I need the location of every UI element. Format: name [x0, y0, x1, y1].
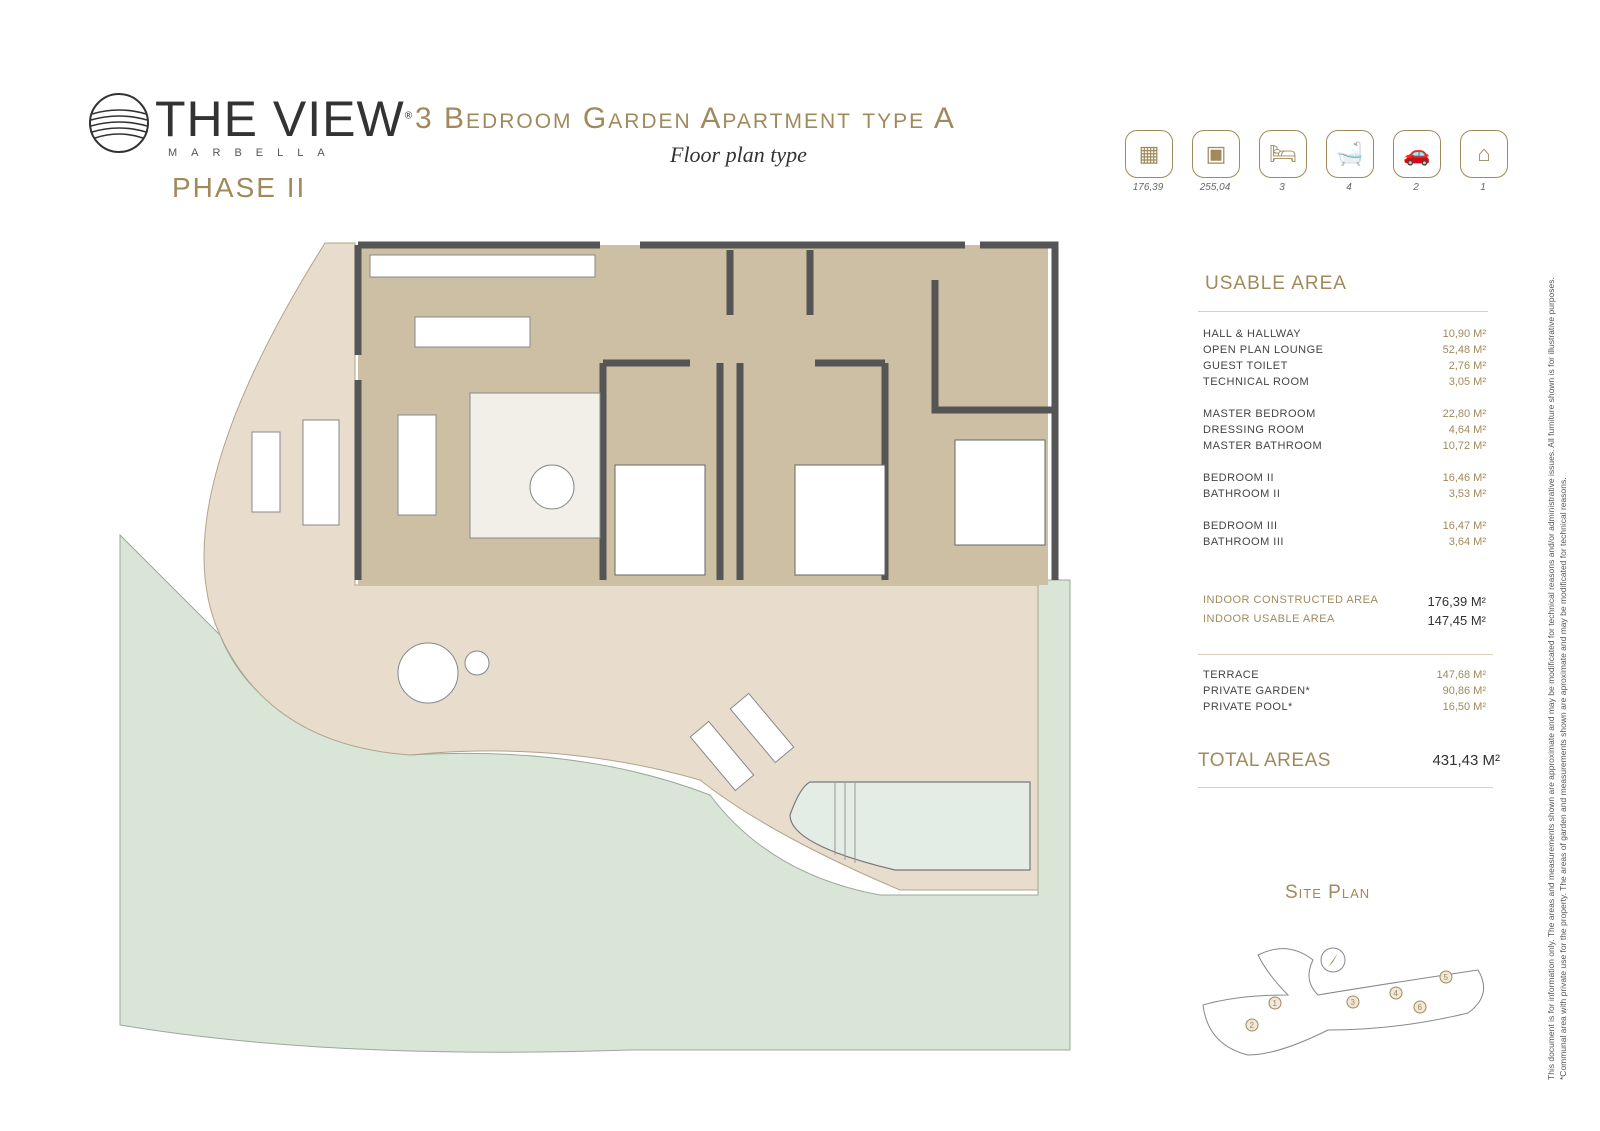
icon-value: 255,04 [1199, 182, 1231, 193]
area-value: 2,76 M² [1448, 360, 1486, 372]
parking-icon: 🚗 [1393, 130, 1441, 178]
site-marker-label: 3 [1351, 998, 1356, 1007]
area-value: 16,50 M² [1442, 701, 1486, 713]
area-label: BEDROOM III [1203, 520, 1278, 532]
total-area-icon: ▣ [1192, 130, 1240, 178]
constructed-area-icon: ▦ [1125, 130, 1173, 178]
area-value: 3,05 M² [1448, 376, 1486, 388]
area-value: 147,68 M² [1436, 669, 1486, 681]
compass-icon [1320, 947, 1346, 973]
disclaimer: This document is for information only. T… [1546, 277, 1568, 1080]
area-label: TECHNICAL ROOM [1203, 376, 1310, 388]
area-label: DRESSING ROOM [1203, 424, 1305, 436]
area-label: PRIVATE POOL* [1203, 701, 1293, 713]
area-label: TERRACE [1203, 669, 1260, 681]
icon-value: 4 [1346, 182, 1352, 193]
site-marker-label: 6 [1418, 1003, 1423, 1012]
site-marker [1268, 996, 1282, 1010]
logo-icon [89, 93, 149, 153]
area-label: MASTER BEDROOM [1203, 408, 1316, 420]
total-areas-value: 431,43 M² [1432, 752, 1500, 769]
area-label: INDOOR CONSTRUCTED AREA [1203, 594, 1379, 606]
area-value: 16,46 M² [1442, 472, 1486, 484]
icon-value: 176,39 [1132, 182, 1164, 193]
phase-label: PHASE II [172, 172, 307, 203]
area-value: 3,64 M² [1448, 536, 1486, 548]
site-marker-label: 5 [1444, 973, 1449, 982]
brand-location: MARBELLA [168, 147, 339, 159]
brand-name: THE VIEW® [155, 91, 414, 147]
usable-area-title: USABLE AREA [1205, 273, 1347, 294]
area-value: 90,86 M² [1442, 685, 1486, 697]
area-label: PRIVATE GARDEN* [1203, 685, 1311, 697]
site-marker-label: 2 [1250, 1021, 1255, 1030]
area-value: 16,47 M² [1442, 520, 1486, 532]
bathtub-icon: 🛁 [1326, 130, 1374, 178]
page-title: 3 Bedroom Garden Apartment type A [415, 102, 956, 135]
area-value: 10,90 M² [1442, 328, 1486, 340]
area-label: OPEN PLAN LOUNGE [1203, 344, 1324, 356]
page-subtitle: Floor plan type [670, 142, 807, 167]
area-value: 3,53 M² [1448, 488, 1486, 500]
area-label: GUEST TOILET [1203, 360, 1288, 372]
area-value: 10,72 M² [1442, 440, 1486, 452]
site-marker [1413, 1000, 1427, 1014]
terrace-area [203, 242, 1039, 891]
site-marker [1245, 1018, 1259, 1032]
total-areas-label: TOTAL AREAS [1198, 750, 1331, 771]
site-marker [1389, 986, 1403, 1000]
site-marker-label: 4 [1394, 989, 1399, 998]
area-label: MASTER BATHROOM [1203, 440, 1323, 452]
area-value: 176,39 M² [1427, 594, 1486, 609]
site-plan-title: Site Plan [1285, 882, 1371, 903]
site-plan-map: 1 2 3 4 5 6 [1202, 947, 1485, 1056]
area-value: 22,80 M² [1442, 408, 1486, 420]
site-marker [1346, 995, 1360, 1009]
pool [789, 781, 1031, 871]
icon-value: 1 [1480, 182, 1486, 193]
area-label: HALL & HALLWAY [1203, 328, 1302, 340]
site-marker [1439, 970, 1453, 984]
area-label: INDOOR USABLE AREA [1203, 613, 1335, 625]
icon-value: 3 [1279, 182, 1285, 193]
floor-plan [119, 241, 1071, 1053]
area-label: BEDROOM II [1203, 472, 1275, 484]
storage-icon: ⌂ [1460, 130, 1508, 178]
icon-value: 2 [1413, 182, 1419, 193]
area-label: BATHROOM II [1203, 488, 1281, 500]
area-value: 4,64 M² [1448, 424, 1486, 436]
site-marker-label: 1 [1273, 999, 1278, 1008]
area-label: BATHROOM III [1203, 536, 1284, 548]
area-value: 147,45 M² [1427, 613, 1486, 628]
area-value: 52,48 M² [1442, 344, 1486, 356]
bed-icon: 🛏 [1259, 130, 1307, 178]
